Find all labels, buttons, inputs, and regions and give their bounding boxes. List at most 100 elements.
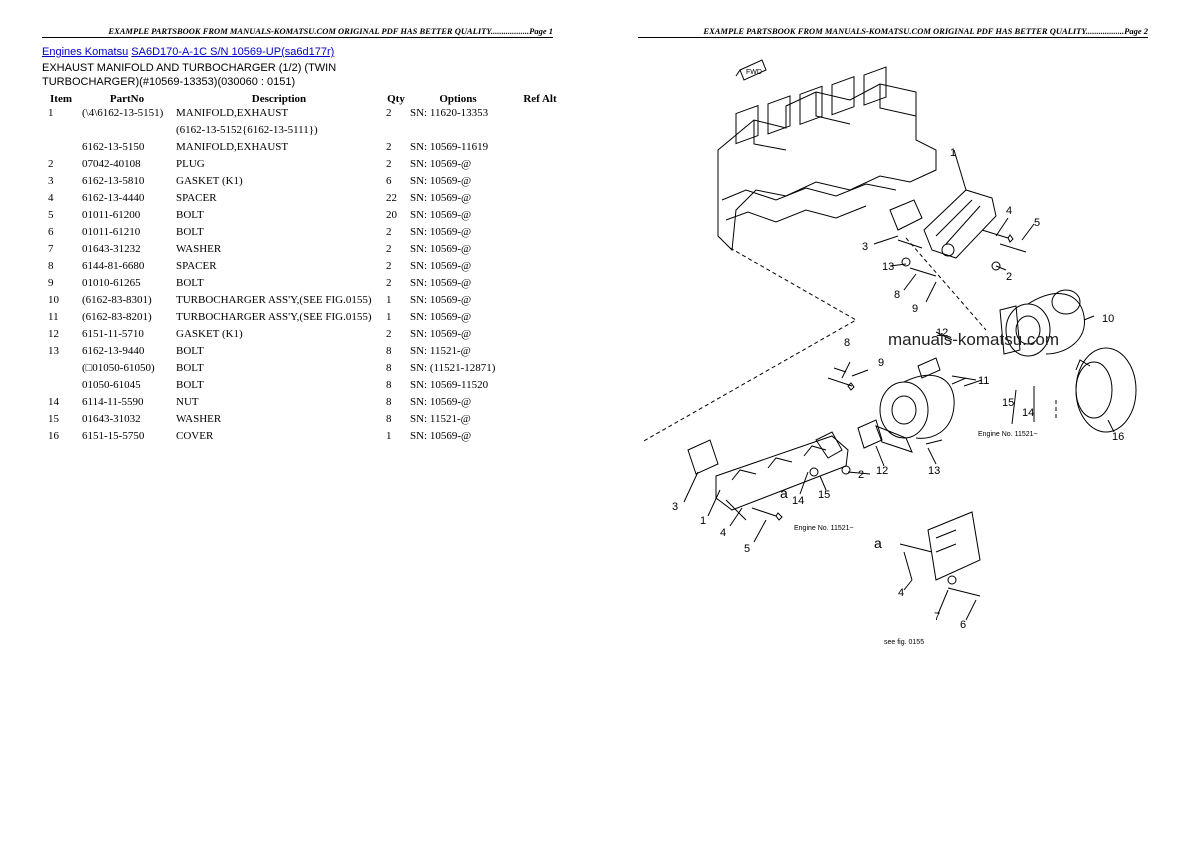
page-header-left: EXAMPLE PARTSBOOK FROM MANUALS-KOMATSU.C…	[42, 26, 553, 38]
cell-options: SN: 10569-@	[410, 277, 472, 289]
cell-options: SN: (11521-12871)	[410, 362, 496, 374]
fwd-label: FWD	[746, 69, 762, 76]
cell-partno: 01011-61210	[82, 226, 141, 238]
page-header-right: EXAMPLE PARTSBOOK FROM MANUALS-KOMATSU.C…	[638, 26, 1148, 38]
cell-partno: (6162-83-8301)	[82, 294, 152, 306]
callout-15-lower: 15	[818, 489, 830, 501]
cell-options: SN: 10569-@	[410, 260, 472, 272]
callout-13-upper: 13	[882, 261, 894, 273]
parts-table: Item PartNo Description Qty Options Ref …	[42, 91, 572, 447]
callout-9-lower: 9	[878, 357, 884, 369]
callout-12-upper: 12	[936, 327, 948, 339]
cell-description: BOLT	[176, 379, 204, 391]
upper-bolts	[897, 229, 1027, 277]
cell-item: 13	[48, 345, 59, 357]
watermark: manuals-komatsu.com	[888, 330, 1060, 349]
cell-partno: (6162-83-8201)	[82, 311, 152, 323]
cell-description: SPACER	[176, 192, 217, 204]
breadcrumb-link-engines[interactable]: Engines Komatsu	[42, 46, 129, 58]
cell-qty: 8	[386, 362, 392, 374]
cell-item	[42, 379, 80, 396]
cell-qty: 1	[386, 294, 392, 306]
cell-partno: 01011-61200	[82, 209, 141, 221]
cell-description: WASHER	[176, 413, 222, 425]
cell-refalt	[508, 209, 572, 226]
callout-5: 5	[1034, 217, 1040, 229]
cell-refalt	[508, 396, 572, 413]
bracket-detail	[899, 511, 981, 597]
cell-refalt	[508, 226, 572, 243]
cell-partno: 01010-61265	[82, 277, 141, 289]
cell-description: MANIFOLD,EXHAUST	[176, 107, 289, 119]
see-fig-note: see fig. 0155	[884, 639, 924, 646]
cell-options: SN: 11521-@	[410, 345, 471, 357]
cell-qty: 2	[386, 328, 392, 340]
cell-qty: 1	[386, 430, 392, 442]
cell-partno: 01050-61045	[82, 379, 141, 391]
turbo-cover	[1075, 347, 1137, 433]
cell-partno: 6151-15-5750	[82, 430, 145, 442]
callout-a-upper: a	[780, 485, 788, 501]
cell-item: 4	[48, 192, 54, 204]
cell-options	[408, 124, 508, 141]
cell-refalt	[508, 124, 572, 141]
callout-1-lower: 1	[700, 515, 706, 527]
breadcrumb-link-model[interactable]: SA6D170-A-1C S/N 10569-UP(sa6d177r)	[131, 46, 335, 58]
cell-qty: 20	[386, 209, 397, 221]
cell-item: 5	[48, 209, 54, 221]
cell-refalt	[508, 294, 572, 311]
table-row: 11(6162-83-8201)TURBOCHARGER ASS'Y,(SEE …	[42, 311, 572, 328]
cell-qty: 8	[386, 345, 392, 357]
cell-item: 2	[48, 158, 54, 170]
cell-description: COVER	[176, 430, 214, 442]
cell-options: SN: 10569-11619	[410, 141, 489, 153]
cell-refalt	[508, 141, 572, 158]
callout-4-lower: 4	[720, 527, 726, 539]
engine-notes: Engine No. 11521~ Engine No. 11521~ see …	[794, 431, 1038, 646]
callout-11: 11	[978, 375, 989, 387]
callout-8-lower: 8	[844, 337, 850, 349]
cell-refalt	[508, 362, 572, 379]
cell-description: BOLT	[176, 226, 204, 238]
cell-refalt	[508, 430, 572, 447]
table-row: (6162-13-5152{6162-13-5111})	[42, 124, 572, 141]
cell-description: PLUG	[176, 158, 205, 170]
callout-10: 10	[1102, 313, 1114, 325]
cell-refalt	[508, 277, 572, 294]
callout-8-upper: 8	[894, 289, 900, 301]
col-partno: PartNo	[109, 93, 145, 105]
callout-14-upper: 14	[1022, 407, 1034, 419]
cell-qty: 8	[386, 379, 392, 391]
cell-description: WASHER	[176, 243, 222, 255]
cell-description: BOLT	[176, 345, 204, 357]
callout-9-upper: 9	[912, 303, 918, 315]
cell-item: 12	[48, 328, 59, 340]
cell-item: 6	[48, 226, 54, 238]
cell-description: TURBOCHARGER ASS'Y,(SEE FIG.0155)	[176, 294, 372, 306]
cell-qty: 2	[386, 226, 392, 238]
col-refalt: Ref Alt	[523, 93, 557, 105]
cell-qty: 6	[386, 175, 392, 187]
cell-qty: 2	[386, 277, 392, 289]
cell-description: NUT	[176, 396, 199, 408]
cell-qty: 8	[386, 396, 392, 408]
cell-qty: 2	[386, 243, 392, 255]
cell-description: BOLT	[176, 209, 204, 221]
cell-description: SPACER	[176, 260, 217, 272]
cell-partno	[80, 124, 174, 141]
cell-options: SN: 10569-@	[410, 328, 472, 340]
cell-options: SN: 10569-@	[410, 175, 472, 187]
cell-description: BOLT	[176, 277, 204, 289]
cell-partno: 6151-11-5710	[82, 328, 144, 340]
cell-refalt	[508, 260, 572, 277]
cell-partno: 01643-31232	[82, 243, 141, 255]
cell-qty: 22	[386, 192, 397, 204]
engine-block-outline	[717, 66, 937, 252]
cell-options: SN: 10569-@	[410, 192, 472, 204]
